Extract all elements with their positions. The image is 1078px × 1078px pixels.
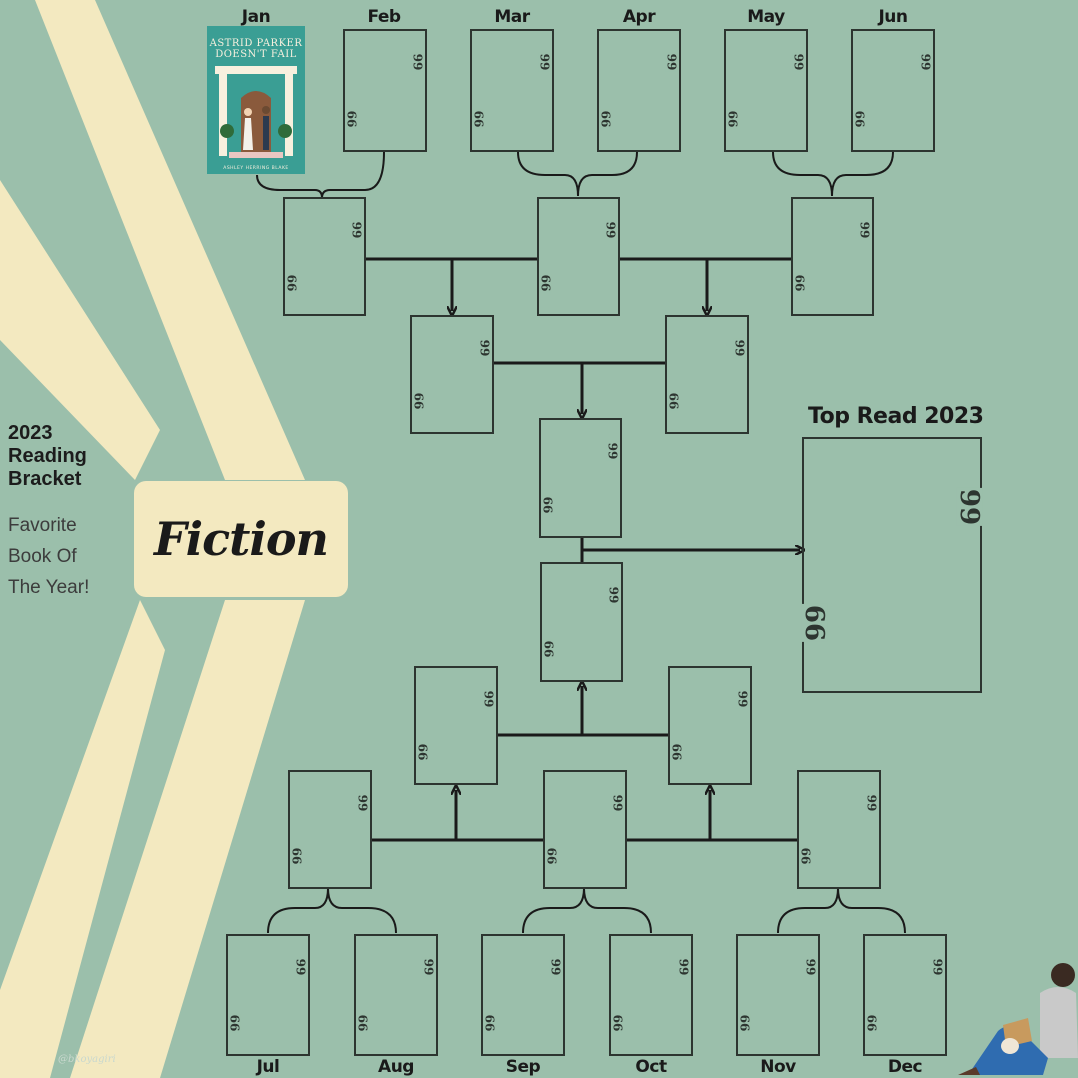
book-cover-author: ASHLEY HERRING BLAKE xyxy=(223,166,289,171)
reader-illustration xyxy=(958,963,1078,1075)
month-label-apr: Apr xyxy=(622,7,656,27)
month-label-dec: Dec xyxy=(887,1057,923,1077)
month-label-jul: Jul xyxy=(256,1057,280,1077)
month-label-sep: Sep xyxy=(505,1057,541,1077)
month-label-aug: Aug xyxy=(378,1057,414,1077)
month-label-jun: Jun xyxy=(878,7,908,27)
bracket-subtitle: Favorite Book Of The Year! xyxy=(8,515,90,598)
final-label: Top Read 2023 xyxy=(808,404,984,429)
book-cover-title: ASTRID PARKER DOESN'T FAIL xyxy=(209,38,303,60)
watermark: @bkoyagiri xyxy=(58,1054,116,1065)
month-label-jan: Jan xyxy=(241,7,271,27)
month-label-mar: Mar xyxy=(494,7,530,27)
month-label-nov: Nov xyxy=(760,1057,796,1077)
category-card: Fiction xyxy=(134,481,348,597)
month-label-may: May xyxy=(747,7,785,27)
category-label: Fiction xyxy=(154,512,329,566)
bracket-title: 2023 Reading Bracket xyxy=(8,422,87,490)
book-cover-jan[interactable]: ASTRID PARKER DOESN'T FAIL ASHLEY HERRIN… xyxy=(207,26,305,174)
month-label-oct: Oct xyxy=(635,1057,667,1077)
month-label-feb: Feb xyxy=(367,7,401,27)
book-cover-illustration xyxy=(215,66,297,158)
